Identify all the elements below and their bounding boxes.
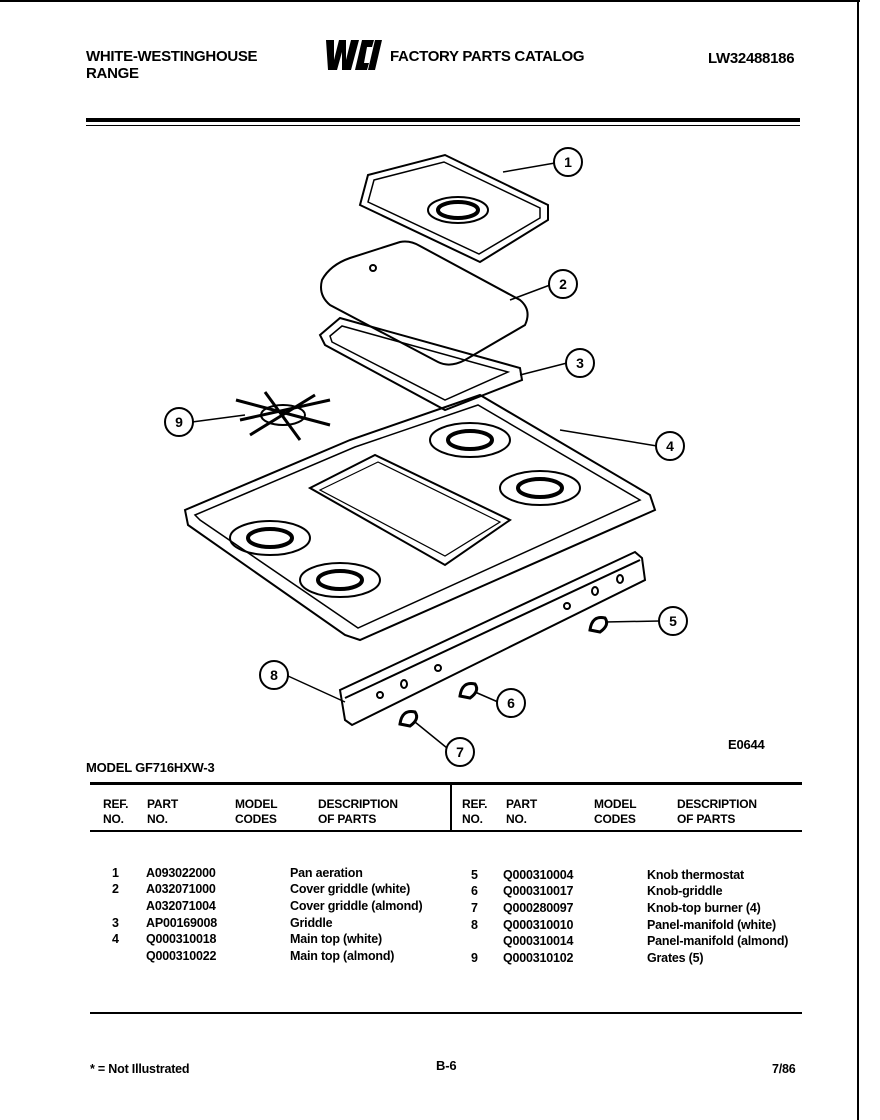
diagram-code: E0644	[728, 737, 765, 752]
right-row-ref: 6	[471, 884, 478, 898]
catalog-title: FACTORY PARTS CATALOG	[390, 48, 585, 65]
manifold-panel-drawing	[338, 550, 647, 727]
callout-number-6: 6	[507, 695, 515, 711]
left-row-ref: 1	[112, 866, 119, 880]
callout-circle-4	[655, 431, 685, 461]
right-row-part: Q000310004	[503, 868, 574, 882]
left-row-desc: Cover griddle (white)	[290, 882, 411, 896]
header-rule-thin	[86, 125, 800, 126]
footnote-not-illustrated: * = Not Illustrated	[90, 1062, 190, 1076]
left-row-part: A093022000	[146, 866, 216, 880]
right-row-desc: Panel-manifold (white)	[647, 918, 776, 932]
right-row-desc: Knob-griddle	[647, 884, 723, 898]
left-row-ref: 2	[112, 882, 119, 896]
left-row-ref: 3	[112, 916, 119, 930]
right-row-desc: Knob-top burner (4)	[647, 901, 761, 915]
grate-drawing	[235, 391, 331, 441]
right-row-ref: 8	[471, 918, 478, 932]
catalog-number: LW32488186	[708, 50, 795, 67]
right-row-desc: Panel-manifold (almond)	[647, 934, 789, 948]
left-row-desc: Pan aeration	[290, 866, 363, 880]
wci-logo	[326, 40, 382, 70]
right-row-part: Q000310017	[503, 884, 574, 898]
callout-number-9: 9	[175, 414, 183, 430]
knobs-drawing	[398, 616, 609, 728]
callout-number-5: 5	[669, 613, 677, 629]
callout-circles	[164, 147, 688, 767]
callout-number-2: 2	[559, 276, 567, 292]
revision-date: 7/86	[772, 1062, 796, 1076]
page-number: B-6	[436, 1058, 457, 1073]
page-border-right	[857, 0, 859, 1120]
callout-circle-2	[548, 269, 578, 299]
main-top-drawing	[183, 393, 657, 642]
left-row-desc: Main top (white)	[290, 932, 382, 946]
right-row-part: Q000280097	[503, 901, 574, 915]
page-border-top	[0, 0, 860, 2]
callout-number-1: 1	[564, 154, 572, 170]
header-ref-left: REF.NO.	[103, 797, 129, 826]
left-row-part: A032071004	[146, 899, 216, 913]
left-row-ref: 4	[112, 932, 119, 946]
left-row-part: Q000310022	[146, 949, 217, 963]
callout-number-3: 3	[576, 355, 584, 371]
table-rule-bottom	[90, 1012, 802, 1014]
brand-name: WHITE-WESTINGHOUSE	[86, 48, 258, 65]
left-row-part: Q000310018	[146, 932, 217, 946]
pan-aeration-drawing	[358, 153, 549, 264]
exploded-parts-diagram: 1 2 3 4 5 6 7 8 9	[164, 147, 688, 767]
left-row-desc: Cover griddle (almond)	[290, 899, 423, 913]
right-row-ref: 5	[471, 868, 478, 882]
callout-circle-3	[565, 348, 595, 378]
callout-circle-8	[259, 660, 289, 690]
callout-circle-5	[658, 606, 688, 636]
griddle-drawing	[318, 316, 524, 412]
callout-circle-6	[496, 688, 526, 718]
header-ref-right: REF.NO.	[462, 797, 488, 826]
callout-number-8: 8	[270, 667, 278, 683]
callout-number-4: 4	[666, 438, 674, 454]
right-row-part: Q000310014	[503, 934, 574, 948]
table-divider-vertical	[450, 782, 452, 832]
callout-circle-9	[164, 407, 194, 437]
table-rule-header	[90, 830, 802, 832]
callout-circle-1	[553, 147, 583, 177]
header-rule-thick	[86, 118, 800, 122]
callout-leaders	[191, 162, 661, 749]
right-row-desc: Grates (5)	[647, 951, 704, 965]
right-row-part: Q000310010	[503, 918, 574, 932]
left-row-part: AP00169008	[146, 916, 217, 930]
right-row-ref: 7	[471, 901, 478, 915]
griddle-cover-drawing	[320, 240, 529, 366]
right-row-ref: 9	[471, 951, 478, 965]
callout-number-7: 7	[456, 744, 464, 760]
callout-circle-7	[445, 737, 475, 767]
product-name: RANGE	[86, 65, 139, 82]
right-row-part: Q000310102	[503, 951, 574, 965]
left-row-desc: Griddle	[290, 916, 333, 930]
right-row-desc: Knob thermostat	[647, 868, 745, 882]
left-row-part: A032071000	[146, 882, 216, 896]
table-rule-top	[90, 782, 802, 785]
model-label: MODEL GF716HXW-3	[86, 760, 215, 775]
left-row-desc: Main top (almond)	[290, 949, 395, 963]
